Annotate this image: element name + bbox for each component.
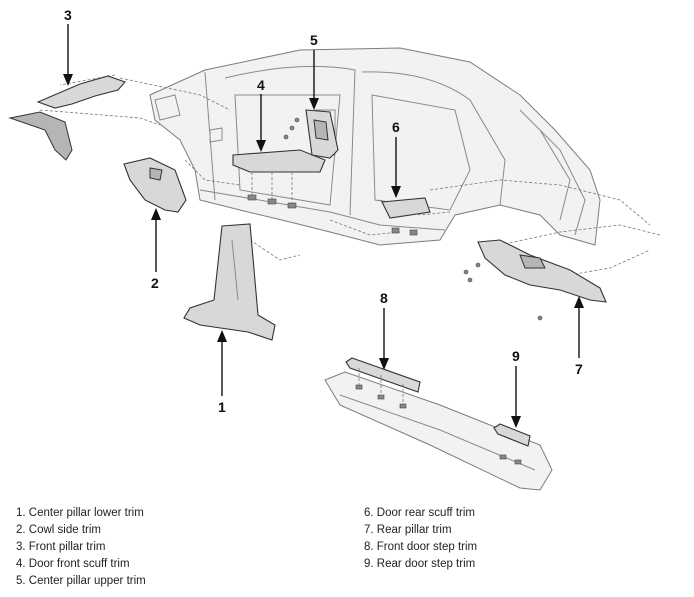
callout-label-5: 5 xyxy=(310,32,318,48)
callout-9: 9 xyxy=(511,348,521,428)
callout-label-1: 1 xyxy=(218,399,226,415)
exploded-trim-diagram: 3 2 1 4 5 6 7 8 9 xyxy=(8,7,661,491)
callout-1: 1 xyxy=(217,330,227,415)
callout-label-9: 9 xyxy=(512,348,520,364)
parts-legend-right: 6. Door rear scuff trim 7. Rear pillar t… xyxy=(364,505,477,573)
legend-item-9: 9. Rear door step trim xyxy=(364,558,476,570)
legend-item-4: 4. Door front scuff trim xyxy=(16,558,130,570)
callout-3: 3 xyxy=(63,7,73,86)
center-pillar-upper-trim xyxy=(283,109,339,159)
center-pillar-lower-trim xyxy=(183,223,276,341)
door-front-scuff-trim xyxy=(232,149,326,209)
rear-pillar-trim xyxy=(463,239,607,321)
legend-item-1: 1. Center pillar lower trim xyxy=(16,507,144,519)
callout-label-7: 7 xyxy=(575,361,583,377)
vehicle-body-side xyxy=(149,47,601,246)
rear-door-step-trim xyxy=(493,423,531,465)
callout-label-8: 8 xyxy=(380,290,388,306)
cowl-side-trim xyxy=(123,157,187,213)
callout-label-6: 6 xyxy=(392,119,400,135)
mounting-guide-lines xyxy=(39,74,661,281)
callout-label-4: 4 xyxy=(257,77,265,93)
callout-7: 7 xyxy=(574,296,584,377)
legend-item-2: 2. Cowl side trim xyxy=(16,524,101,536)
legend-item-6: 6. Door rear scuff trim xyxy=(364,507,475,519)
front-door-step-trim xyxy=(345,357,421,409)
legend-item-5: 5. Center pillar upper trim xyxy=(16,575,146,587)
legend-item-7: 7. Rear pillar trim xyxy=(364,524,452,536)
callout-4: 4 xyxy=(256,77,266,152)
door-rear-scuff-trim xyxy=(381,197,431,236)
callout-5: 5 xyxy=(309,32,319,110)
callout-label-2: 2 xyxy=(151,275,159,291)
callout-8: 8 xyxy=(379,290,389,370)
callout-2: 2 xyxy=(151,208,161,291)
legend-item-3: 3. Front pillar trim xyxy=(16,541,106,553)
front-pillar-trim xyxy=(8,75,126,161)
callout-6: 6 xyxy=(391,119,401,198)
parts-legend-left: 1. Center pillar lower trim 2. Cowl side… xyxy=(16,505,146,590)
callout-label-3: 3 xyxy=(64,7,72,23)
legend-item-8: 8. Front door step trim xyxy=(364,541,478,553)
